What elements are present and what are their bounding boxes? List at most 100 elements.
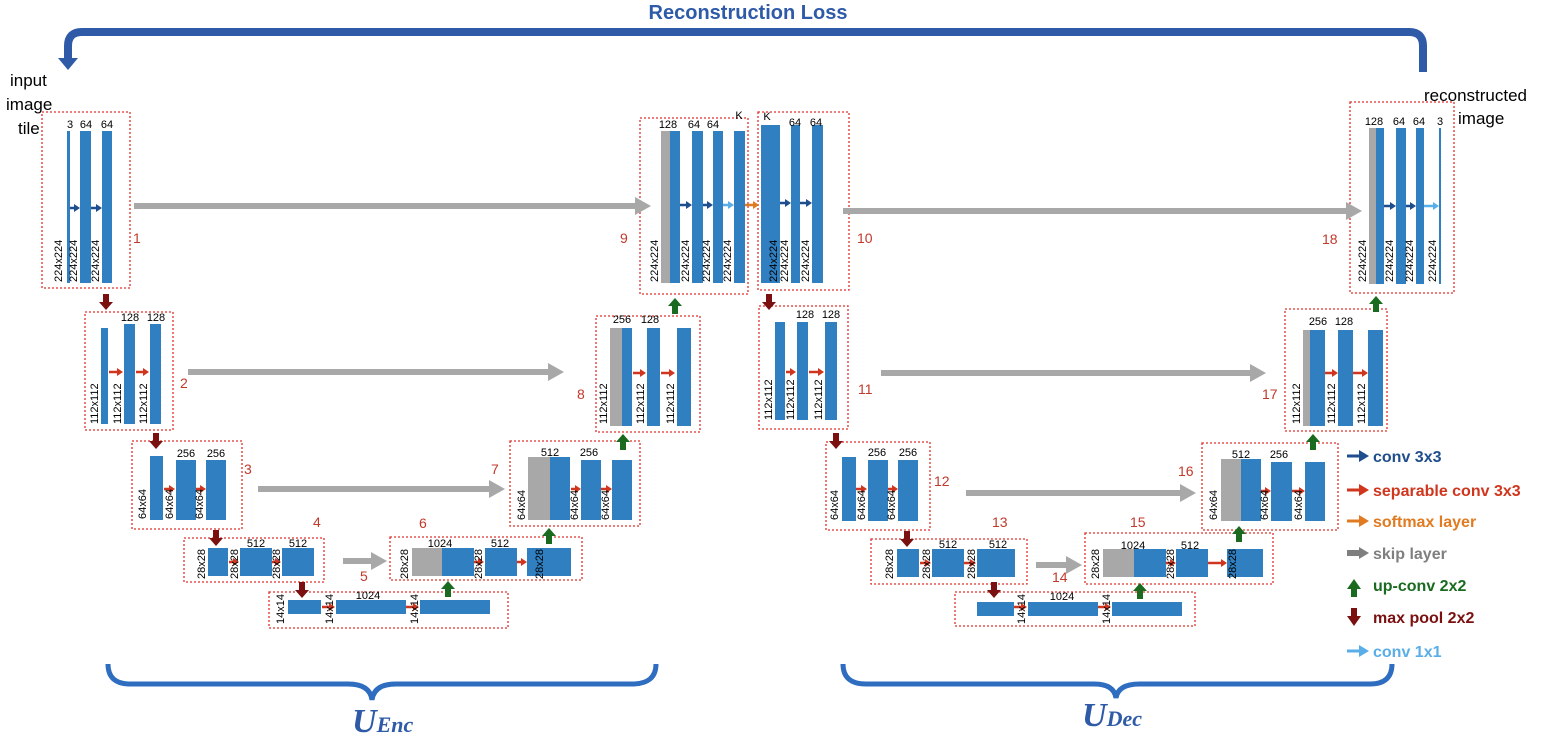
legend-label-5: max pool 2x2 [1373,610,1474,627]
upconv-arrow-15 [1232,526,1246,542]
sep-arrow-15-b [1208,559,1227,567]
block-number-17: 17 [1262,386,1278,402]
legend-arrow-icon-0 [1347,450,1369,462]
dim-label-7-c: 64x64 [600,490,612,520]
legend-item-3: skip layer [1347,546,1447,563]
block-number-12: 12 [934,473,950,489]
legend-label-1: separable conv 3x3 [1373,483,1521,500]
dim-label-7-a: 64x64 [516,490,528,520]
dim-label-14-a: 14x14 [1016,594,1028,624]
channel-label-11-a: 128 [796,309,814,321]
feature-map-5-c [420,600,490,614]
skip-map-8 [610,328,622,426]
conv1x1-arrow-18 [1424,202,1439,210]
sep-arrow-6-a [474,558,484,566]
feature-map-7-a [550,457,570,520]
skip-map-15 [1103,549,1134,577]
dim-label-13-c: 28x28 [966,549,978,579]
channel-label-2-a: 128 [121,312,139,324]
dim-label-12-c: 64x64 [886,490,898,520]
dim-label-17-a: 112x112 [1291,383,1303,424]
feature-map-15-c [1227,549,1263,577]
feature-map-1-a [67,131,70,283]
sep-arrow-12-b [888,485,898,493]
dim-label-10-c: 224x224 [800,240,812,282]
feature-map-13-a [897,549,919,577]
channel-label-5-a: 1024 [356,590,380,602]
skip-map-9 [661,131,670,283]
sep-arrow-7-b [601,485,612,493]
legend-item-6: conv 1x1 [1347,644,1442,661]
feature-map-9-d [734,131,745,283]
channel-label-2-b: 128 [147,312,165,324]
sep-arrow-7-a [571,485,581,493]
sep-arrow-14-b [1098,603,1111,611]
feature-map-8-c [677,328,691,426]
dim-label-9-a: 224x224 [649,240,661,282]
legend-item-5: max pool 2x2 [1347,608,1474,627]
dim-label-14-b: 14x14 [1101,594,1113,624]
dim-label-6-a: 28x28 [399,549,411,579]
dim-label-10-b: 224x224 [779,240,791,282]
feature-map-7-c [612,460,632,520]
block-number-14: 14 [1052,569,1068,585]
channel-label-10-a: K [763,111,771,123]
block-number-13: 13 [992,514,1008,530]
feature-map-9-b [692,131,703,283]
sep-arrow-8-b [661,369,675,377]
feature-map-4-a [208,548,228,576]
dim-label-1-a: 224x224 [53,240,65,282]
dim-label-5-b: 14x14 [324,594,336,624]
decoder-label-sub: Dec [1106,706,1143,731]
conv-arrow-10-a [780,199,791,207]
dim-label-15-b: 28x28 [1165,549,1177,579]
channel-label-3-b: 256 [207,448,225,460]
dim-label-6-c: 28x28 [534,549,546,579]
skip-arrow-12-16 [966,484,1196,502]
dim-label-8-a: 112x112 [598,383,610,424]
skip-map-17 [1303,330,1310,426]
block-number-15: 15 [1130,514,1146,530]
block-number-3: 3 [244,461,252,477]
feature-map-1-c [102,131,112,283]
skip-map-6 [412,548,442,576]
dim-label-3-a: 64x64 [137,489,149,519]
maxpool-arrow-10 [762,294,776,310]
channel-label-1-a: 3 [67,119,73,131]
block-number-8: 8 [577,386,585,402]
upconv-arrow-16 [1306,434,1320,450]
legend-maxpool-icon [1351,608,1357,617]
channel-label-10-c: 64 [810,117,822,129]
legend-label-0: conv 3x3 [1373,449,1442,466]
channel-label-9-d: K [735,110,743,122]
sep-arrow-11-b [809,368,824,376]
block-number-16: 16 [1178,463,1194,479]
feature-map-12-a [842,457,856,521]
legend-arrow-icon-1 [1347,484,1369,496]
sep-arrow-8-a [633,369,646,377]
feature-map-12-c [898,460,918,521]
sep-arrow-4-b [272,558,281,566]
channel-label-11-b: 128 [822,309,840,321]
sep-arrow-14-a [1014,603,1027,611]
feature-map-12-b [868,460,888,521]
channel-label-8-b: 128 [641,314,659,326]
block-number-10: 10 [857,230,873,246]
maxpool-arrow-11 [829,433,843,449]
feature-map-3-c [206,460,226,520]
block-box-1 [41,111,131,289]
dim-label-18-b: 224x224 [1384,240,1396,282]
sep-arrow-16-a [1261,487,1271,495]
dim-label-11-a: 112x112 [763,379,775,420]
feature-map-9-a [670,131,680,283]
block-number-6: 6 [419,515,427,531]
feature-map-10-c [812,125,823,283]
dim-label-18-d: 224x224 [1427,240,1439,282]
channel-label-7-a: 512 [541,447,559,459]
dim-label-6-b: 28x28 [473,549,485,579]
upconv-arrow-7 [616,434,630,450]
maxpool-arrow-2 [149,433,163,449]
dim-label-2-a: 112x112 [89,383,101,424]
dim-label-15-a: 28x28 [1090,549,1102,579]
